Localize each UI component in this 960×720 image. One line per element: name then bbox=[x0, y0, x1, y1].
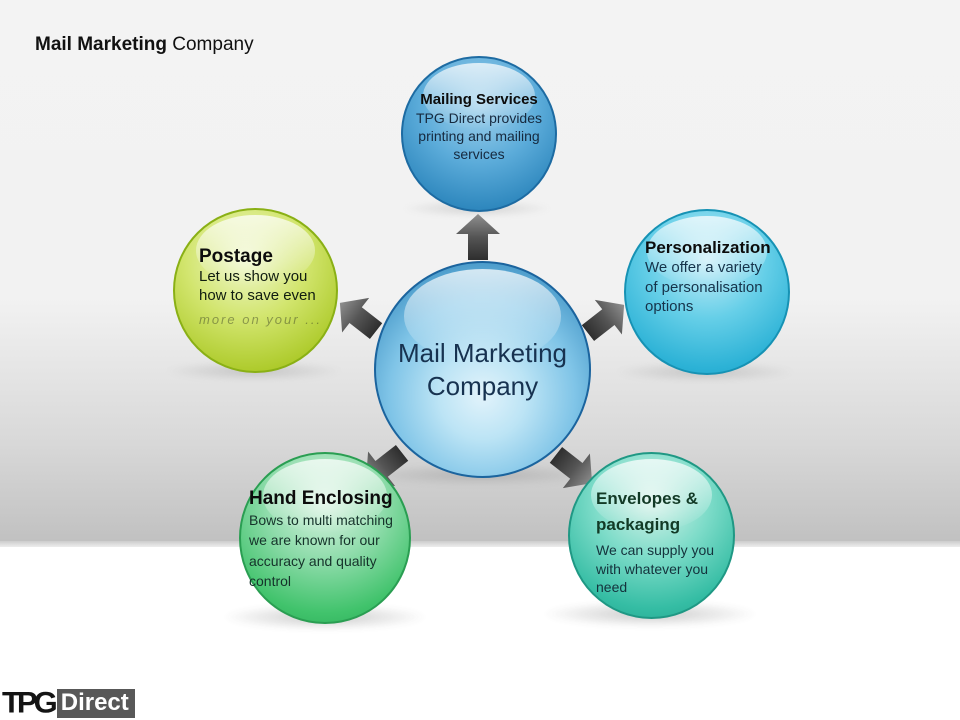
logo-direct-text: Direct bbox=[56, 688, 135, 718]
node-title: Envelopes & packaging bbox=[596, 489, 699, 535]
background-bottom bbox=[0, 547, 960, 720]
tpg-direct-logo: TPG Direct bbox=[2, 688, 135, 718]
node-title: Hand Enclosing bbox=[249, 488, 393, 509]
node-body-faded: more on your ... bbox=[199, 311, 323, 327]
node-sphere-envelopes-packaging: Envelopes & packaging We can supply you … bbox=[568, 452, 735, 619]
node-title: Postage bbox=[199, 246, 273, 267]
node-body: We can supply you with whatever you need bbox=[596, 541, 715, 596]
center-sphere: Mail Marketing Company bbox=[374, 261, 591, 478]
node-sphere-mailing-services: Mailing Services TPG Direct provides pri… bbox=[401, 56, 557, 212]
arrow-up-icon bbox=[456, 214, 500, 260]
node-title: Personalization bbox=[645, 238, 771, 257]
node-body: We offer a variety of personalisation op… bbox=[645, 259, 763, 315]
node-sphere-hand-enclosing: Hand Enclosing Bows to multi matching we… bbox=[239, 452, 411, 624]
node-sphere-personalization: Personalization We offer a variety of pe… bbox=[624, 209, 790, 375]
node-body: Let us show you how to save even bbox=[199, 268, 316, 304]
slide-title-regular: Company bbox=[166, 34, 254, 55]
slide-title: Mail Marketing Company bbox=[35, 34, 254, 56]
center-sphere-label: Mail Marketing Company bbox=[397, 338, 568, 401]
background-divider bbox=[0, 541, 960, 547]
slide-title-bold: Mail Marketing bbox=[35, 34, 167, 55]
node-title: Mailing Services bbox=[420, 91, 538, 108]
node-body: TPG Direct provides printing and mailing… bbox=[415, 110, 543, 163]
node-body: Bows to multi matching we are known for … bbox=[249, 512, 393, 589]
node-sphere-postage: Postage Let us show you how to save even… bbox=[173, 208, 338, 373]
logo-tpg-text: TPG bbox=[2, 685, 58, 720]
